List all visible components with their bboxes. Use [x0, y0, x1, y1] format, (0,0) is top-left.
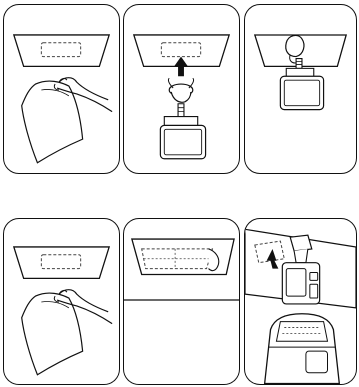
step-panel-clean-windshield-bottom [3, 218, 120, 385]
step-panel-attach-suction-mount [123, 4, 240, 174]
cloth-wipe-icon [4, 5, 119, 173]
adhesive-film-peel-icon [124, 219, 239, 384]
adhesive-mount-arrow-icon [245, 219, 356, 384]
cloth-wipe-icon [4, 219, 119, 384]
mounted-dashcam-icon [245, 5, 356, 173]
step-panel-attach-adhesive-mount [244, 218, 357, 385]
suction-mount-up-arrow-icon [124, 5, 239, 173]
step-panel-apply-adhesive-film [123, 218, 240, 385]
step-panel-mounted-dashcam [244, 4, 357, 174]
step-panel-clean-windshield-top [3, 4, 120, 174]
